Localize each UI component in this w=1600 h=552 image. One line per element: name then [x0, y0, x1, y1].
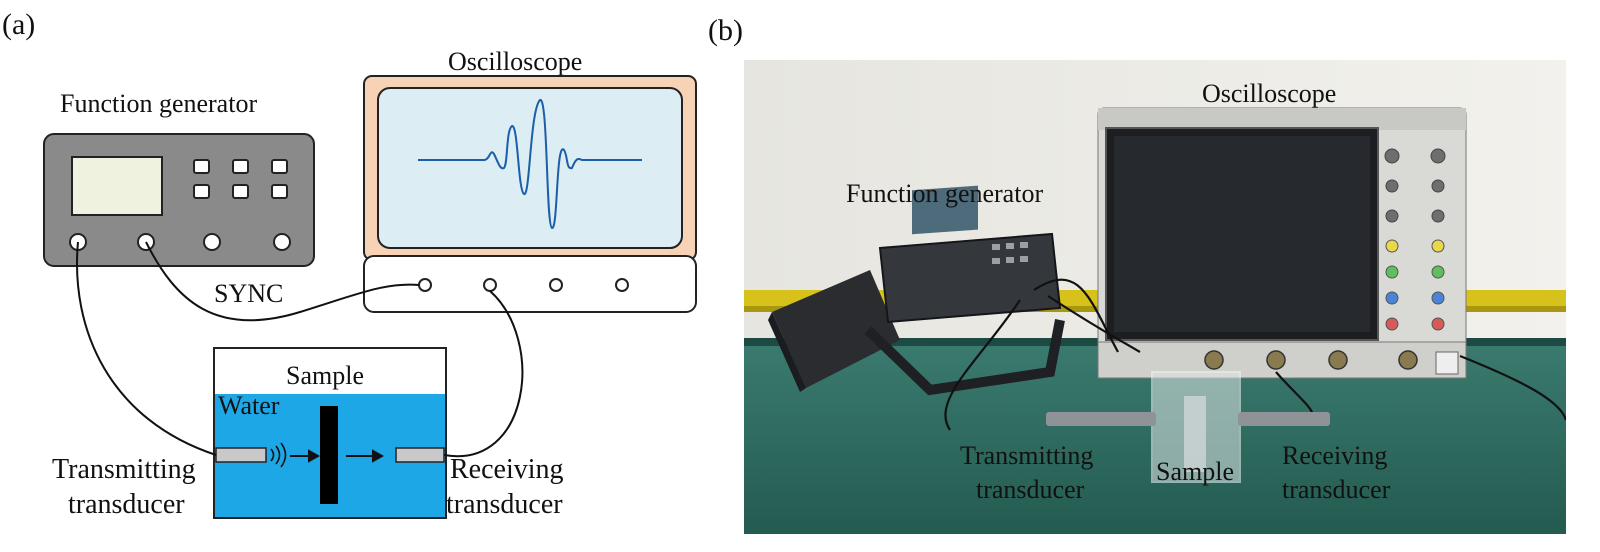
receiving-label: Receiving transducer [446, 454, 571, 520]
photo-receiving-label: Receiving transducer [1282, 441, 1394, 504]
receiving-transducer [395, 447, 445, 463]
propagation-arrows [290, 449, 385, 463]
function-generator-keys [193, 159, 288, 199]
receive-cable [443, 290, 524, 458]
sample-plate [320, 406, 338, 504]
water-label: Water [218, 391, 280, 420]
sample-label: Sample [286, 361, 364, 390]
photo-oscilloscope [1097, 107, 1467, 379]
tank-outline [213, 347, 447, 519]
photo-oscilloscope-label: Oscilloscope [1202, 79, 1336, 108]
photo-transmitting-line1: Transmitting [960, 441, 1093, 470]
photo-receiving-line1: Receiving [1282, 441, 1387, 470]
function-generator-display [71, 156, 163, 216]
sync-label: SYNC [214, 279, 283, 308]
photo-sample-label: Sample [1156, 457, 1234, 486]
panel-a: (a) Function generator Oscilloscope [2, 8, 697, 520]
receiving-label-line1: Receiving [450, 454, 564, 485]
receiving-label-line2: transducer [446, 489, 563, 520]
photo-transmitting-line2: transducer [976, 475, 1085, 504]
photo-receiving-line2: transducer [1282, 475, 1391, 504]
panel-a-letter: (a) [2, 8, 35, 41]
function-generator-label: Function generator [60, 89, 257, 118]
photo-scope-channel-buttons [1385, 239, 1445, 331]
photo-sample-holder [1046, 371, 1330, 483]
oscilloscope-base [363, 255, 697, 313]
panel-b-letter: (b) [708, 14, 743, 47]
transmitting-label: Transmitting transducer [52, 454, 203, 520]
sound-wave-icon [270, 442, 287, 468]
photo-function-generator-label: Function generator [846, 179, 1043, 208]
transmitting-label-line1: Transmitting [52, 454, 196, 485]
photo-scope-knobs [1384, 148, 1446, 223]
photo-transmitting-label: Transmitting transducer [960, 441, 1100, 504]
panel-b: (b) [708, 14, 1566, 534]
photo [744, 60, 1566, 534]
transmitting-transducer [215, 447, 267, 463]
oscilloscope-label: Oscilloscope [448, 47, 582, 76]
function-generator-ports [69, 233, 291, 251]
sync-cable [145, 241, 420, 322]
photo-scope-connectors [1204, 350, 1418, 370]
photo-function-generator [768, 185, 1065, 396]
oscilloscope-waveform [418, 98, 642, 230]
transmitting-label-line2: transducer [68, 489, 185, 520]
transmit-cable [76, 241, 217, 456]
